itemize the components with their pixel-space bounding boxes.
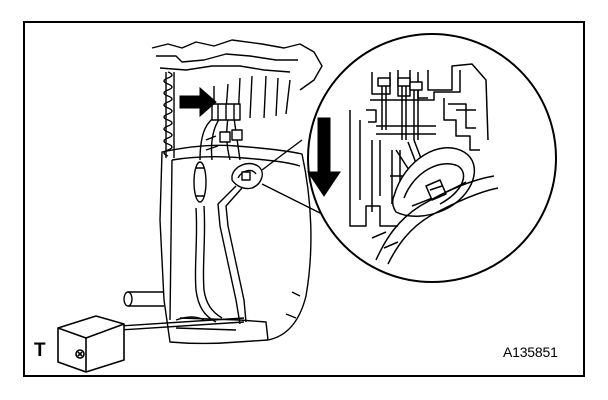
detail-view (307, 33, 557, 283)
figure-id-label: A135851 (503, 344, 558, 360)
tool-marker-label: T (34, 340, 46, 361)
inner-hose (194, 207, 217, 323)
fuel-sender-gauge (57, 315, 125, 373)
arrow-down-icon (307, 117, 341, 197)
arrow-right-icon (179, 86, 217, 118)
coil-spring (163, 71, 173, 157)
pump-top-bracket (151, 39, 323, 91)
pump-wires (199, 115, 241, 161)
figure-frame (23, 21, 585, 377)
hose-clamp (231, 162, 263, 190)
detail-leader-lines (261, 139, 323, 215)
sender-gauge-rod (217, 185, 241, 325)
pump-canister (159, 144, 312, 345)
fuel-pump-assembly (119, 39, 323, 345)
